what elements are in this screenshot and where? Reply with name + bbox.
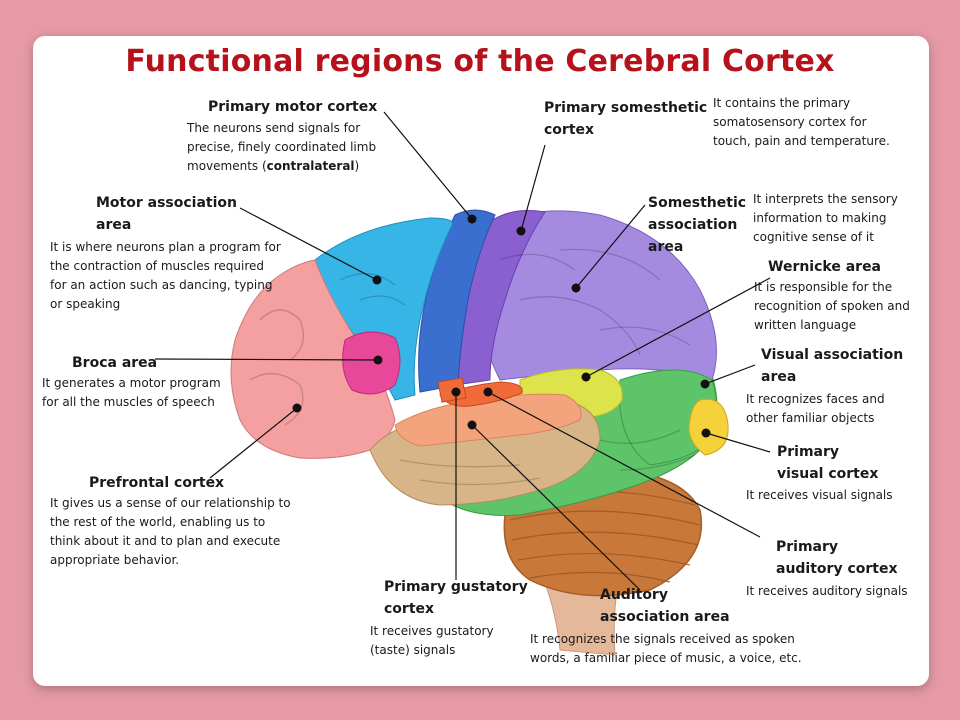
motor-association-desc: It is where neurons plan a program for t… — [50, 240, 281, 311]
gyri-texture — [249, 248, 696, 486]
primary-somesthetic-desc: It contains the primary somatosensory co… — [713, 96, 890, 148]
auditory-association-desc: It recognizes the signals received as sp… — [530, 632, 802, 665]
primary-visual-region — [688, 398, 729, 456]
leader-lines — [154, 111, 771, 591]
primary-gustatory-desc: It receives gustatory (taste) signals — [370, 624, 494, 657]
wernicke-label: Wernicke area — [768, 259, 882, 275]
primary-motor-desc: The neurons send signals for precise, fi… — [187, 121, 377, 173]
somesthetic-association-desc: It interprets the sensory information to… — [753, 192, 898, 244]
leader-dots — [292, 214, 711, 438]
broca-label: Broca area — [72, 355, 158, 371]
primary-auditory-desc: It receives auditory signals — [746, 584, 908, 598]
prefrontal-desc: It gives us a sense of our relationship … — [50, 496, 291, 567]
broca-desc: It generates a motor program for all the… — [42, 376, 221, 409]
primary-motor-label: Primary motor cortex — [208, 99, 378, 115]
page-title: Functional regions of the Cerebral Corte… — [125, 44, 835, 79]
broca-region — [342, 331, 401, 395]
primary-auditory-region — [439, 381, 523, 407]
visual-association-desc: It recognizes faces and other familiar o… — [746, 392, 885, 425]
primary-visual-desc: It receives visual signals — [746, 488, 893, 502]
wernicke-desc: It is responsible for the recognition of… — [754, 280, 910, 332]
prefrontal-label: Prefrontal cortex — [89, 475, 225, 491]
primary-motor-region — [418, 209, 496, 393]
